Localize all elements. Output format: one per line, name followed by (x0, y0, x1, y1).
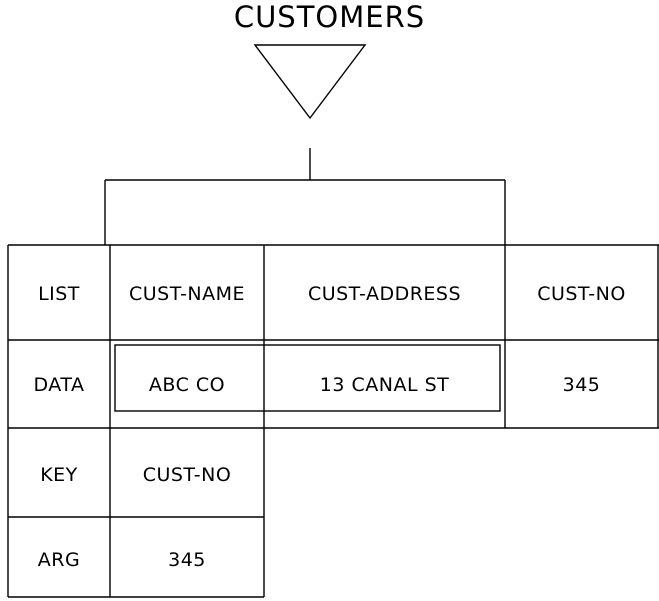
table-cell-key-cust-no: CUST-NO (142, 464, 232, 486)
inverted-triangle (253, 44, 367, 120)
table-cell-list-cust-address: CUST-ADDRESS (307, 283, 462, 305)
table-cell-list-cust-no: CUST-NO (537, 283, 626, 305)
table-cell-data-cust-address: 13 CANAL ST (319, 374, 450, 396)
table-row-label-list: LIST (38, 283, 80, 305)
table-row-label-key: KEY (40, 464, 78, 486)
table-row-label-data: DATA (33, 374, 85, 396)
table-cell-data-cust-name: ABC CO (148, 374, 226, 396)
table-cell-data-cust-no: 345 (562, 374, 601, 396)
table-cell-arg-value: 345 (168, 549, 206, 571)
table-row-label-arg: ARG (37, 549, 81, 571)
table-cell-list-cust-name: CUST-NAME (128, 283, 246, 305)
diagram-title: CUSTOMERS (233, 0, 426, 34)
